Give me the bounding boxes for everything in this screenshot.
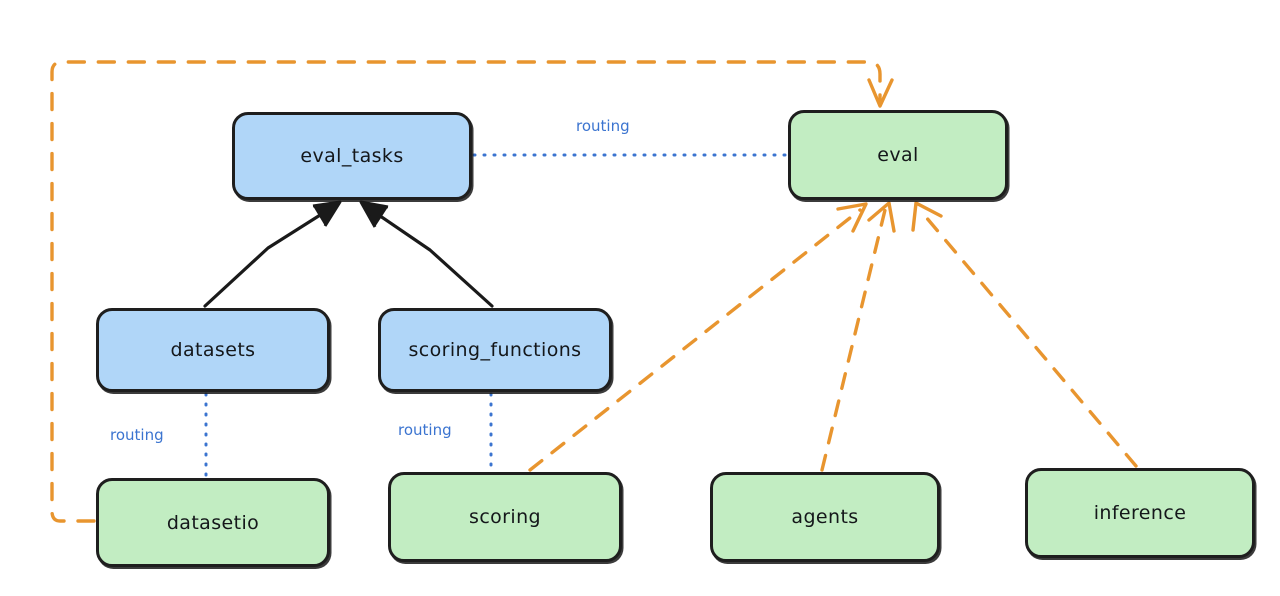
edge-label-routing-scoring-functions-scoring: routing (398, 421, 452, 439)
edge-datasetio-to-eval (50, 60, 894, 523)
edge-label-routing-datasets-datasetio: routing (110, 426, 164, 444)
node-label: datasetio (166, 511, 260, 534)
edge-agents-to-eval (820, 201, 896, 472)
node-eval[interactable]: eval (788, 110, 1008, 200)
node-datasetio[interactable]: datasetio (96, 478, 330, 567)
node-label: datasets (170, 339, 256, 361)
edge-label-routing-eval-tasks-eval: routing (576, 117, 630, 135)
node-label: inference (1093, 502, 1187, 524)
node-agents[interactable]: agents (710, 472, 940, 562)
node-inference[interactable]: inference (1025, 468, 1255, 558)
node-scoring-functions[interactable]: scoring_functions (378, 308, 612, 392)
edge-scoring-to-eval (528, 202, 868, 472)
edge-inference-to-eval (911, 201, 1138, 468)
node-eval-tasks[interactable]: eval_tasks (232, 112, 472, 200)
node-scoring[interactable]: scoring (388, 472, 622, 562)
node-label: eval_tasks (300, 145, 404, 167)
node-datasets[interactable]: datasets (96, 308, 330, 392)
node-label: scoring (469, 506, 541, 528)
node-label: eval (877, 144, 919, 166)
node-label: scoring_functions (408, 339, 582, 361)
edge-scoring_functions-to-eval_tasks (359, 200, 494, 308)
node-label: agents (791, 506, 859, 528)
edge-datasets-to-eval_tasks (203, 200, 342, 308)
